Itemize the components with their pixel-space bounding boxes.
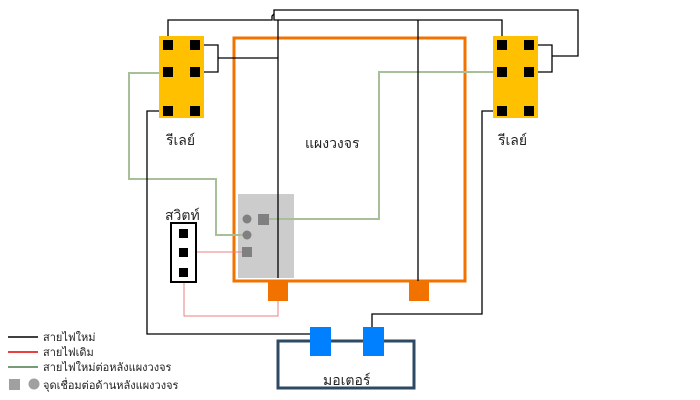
relay-pin xyxy=(163,67,173,77)
junction-point-circle xyxy=(242,230,252,240)
legend-circle-marker xyxy=(28,378,40,390)
green-wire-left-relay-to-junction xyxy=(128,72,247,236)
circuit-board xyxy=(232,36,467,283)
switch-pin xyxy=(179,248,188,257)
junction-point-square xyxy=(258,214,269,225)
relay-pin xyxy=(190,67,200,77)
relay-pin xyxy=(497,106,507,116)
switch-pin xyxy=(179,229,188,238)
black-wire-right-relay-to-motor xyxy=(371,110,499,330)
green-wire-junction-to-right-relay xyxy=(264,71,499,220)
circuit-board-label: แผงวงจร xyxy=(305,136,360,152)
relay-pin xyxy=(497,67,507,77)
relay-pin xyxy=(497,40,507,50)
legend-label: จุดเชื่อมต่อด้านหลังแผงวงจร xyxy=(43,377,179,392)
switch-pin xyxy=(179,268,188,277)
black-wire-left-relay-to-motor xyxy=(146,110,318,335)
junction-point-square xyxy=(242,247,252,257)
relay-pin xyxy=(524,106,534,116)
black-wire-top-crossover xyxy=(273,14,279,278)
motor xyxy=(276,339,416,390)
board-terminal-right xyxy=(409,281,429,301)
motor-label: มอเตอร์ xyxy=(323,372,371,389)
legend-label: สายไฟใหม่ต่อหลังแผงวงจร xyxy=(43,361,172,374)
relay-left-label: รีเลย์ xyxy=(166,132,196,149)
black-wire-right-relay-bridge xyxy=(530,44,553,73)
motor-terminal-right xyxy=(363,327,384,356)
relay-pin xyxy=(524,40,534,50)
switch xyxy=(170,222,197,283)
relay-pin xyxy=(190,106,200,116)
relay-pin xyxy=(524,67,534,77)
legend-square-marker xyxy=(9,379,20,390)
relay-pin xyxy=(190,40,200,50)
relay-right xyxy=(493,36,538,118)
legend-label: สายไฟใหม่ xyxy=(43,331,96,344)
relay-right-label: รีเลย์ xyxy=(498,132,528,149)
black-wire-top-to-right-relay xyxy=(278,19,503,45)
switch-label: สวิตท์ xyxy=(165,207,200,224)
red-wire-switch-bottom-to-board xyxy=(183,272,279,317)
relay-left xyxy=(159,36,204,118)
relay-pin xyxy=(163,106,173,116)
relay-pin xyxy=(163,40,173,50)
board-terminal-left xyxy=(268,281,288,301)
junction-point-circle xyxy=(242,214,252,224)
motor-terminal-left xyxy=(310,327,331,356)
legend-label: สายไฟเดิม xyxy=(43,346,94,359)
legend: สายไฟใหม่ สายไฟเดิม สายไฟใหม่ต่อหลังแผงว… xyxy=(8,331,179,392)
